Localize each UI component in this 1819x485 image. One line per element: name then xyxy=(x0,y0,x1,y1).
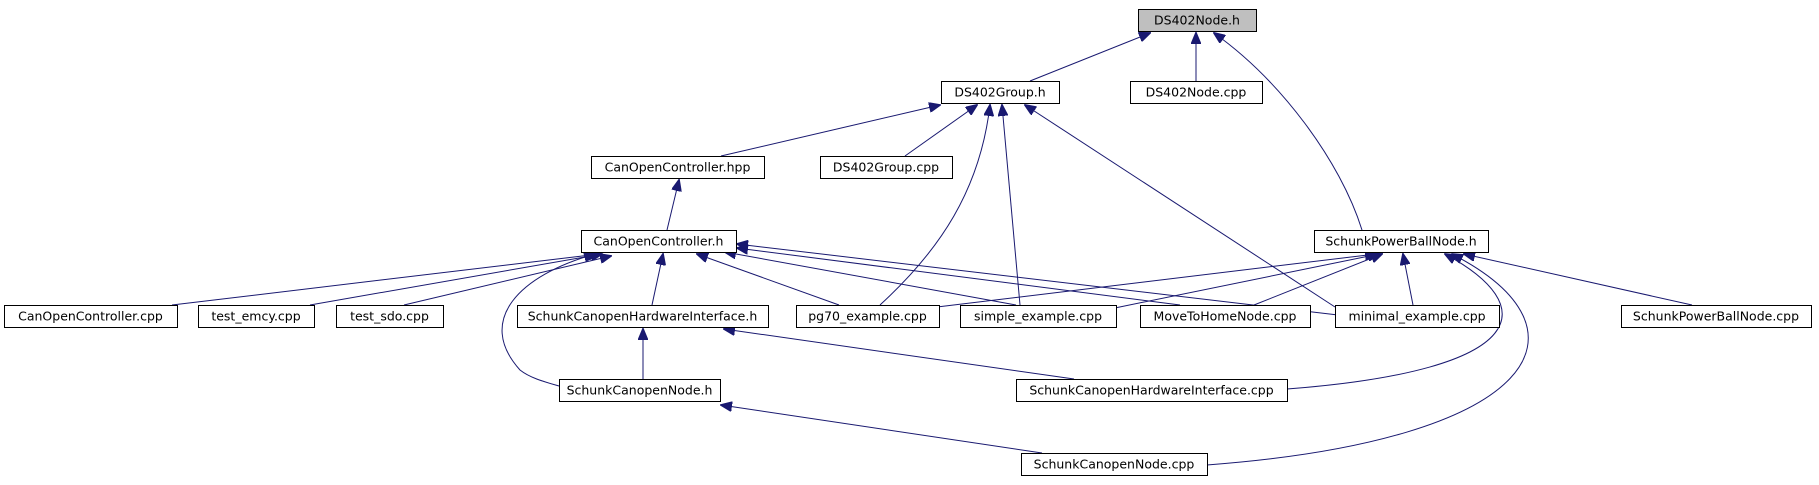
edges-layer xyxy=(171,33,1693,466)
edge-canopencontroller-h-to-test-sdo-cpp xyxy=(403,256,611,306)
edge-schunkcanopenhwi-h-to-schunkcanopenhwi-cpp xyxy=(724,329,1075,380)
node-box xyxy=(1138,9,1257,32)
node-schunkcanopenhwi-cpp[interactable]: SchunkCanopenHardwareInterface.cpp xyxy=(1016,379,1288,402)
node-box xyxy=(1140,305,1311,328)
edge-canopencontroller-hpp-to-canopencontroller-h xyxy=(666,180,679,231)
node-label: MoveToHomeNode.cpp xyxy=(1154,309,1297,324)
node-label: DS402Node.cpp xyxy=(1146,85,1247,100)
node-schunkcanopennode-cpp[interactable]: SchunkCanopenNode.cpp xyxy=(1021,453,1208,476)
node-ds402node-h: DS402Node.h xyxy=(1138,9,1257,32)
node-label: CanOpenController.hpp xyxy=(605,160,751,175)
node-box xyxy=(336,305,444,328)
node-label: SchunkCanopenNode.cpp xyxy=(1034,457,1195,472)
node-pg70-example-cpp[interactable]: pg70_example.cpp xyxy=(796,305,940,328)
node-test-emcy-cpp[interactable]: test_emcy.cpp xyxy=(198,305,315,328)
edge-ds402node-h-to-ds402group-h xyxy=(1029,33,1150,82)
node-simple-example-cpp[interactable]: simple_example.cpp xyxy=(960,305,1117,328)
edge-schunkpowerballnode-h-to-minimal-example-cpp xyxy=(1403,254,1414,306)
node-box xyxy=(1130,81,1263,104)
edge-schunkpowerballnode-h-to-schunkpowerballnode-cpp xyxy=(1464,254,1693,306)
node-label: test_emcy.cpp xyxy=(211,309,300,324)
node-ds402group-h[interactable]: DS402Group.h xyxy=(941,81,1060,104)
edge-schunkpowerballnode-h-to-movetohomenode-cpp xyxy=(1253,254,1382,306)
node-box xyxy=(591,156,765,179)
node-label: simple_example.cpp xyxy=(974,309,1102,324)
node-label: CanOpenController.h xyxy=(594,234,724,249)
node-movetohomenode-cpp[interactable]: MoveToHomeNode.cpp xyxy=(1140,305,1311,328)
node-label: SchunkCanopenHardwareInterface.h xyxy=(528,309,758,324)
node-box xyxy=(1016,379,1288,402)
node-schunkcanopenhwi-h[interactable]: SchunkCanopenHardwareInterface.h xyxy=(517,305,769,328)
node-schunkcanopennode-h[interactable]: SchunkCanopenNode.h xyxy=(559,379,721,402)
node-label: SchunkCanopenHardwareInterface.cpp xyxy=(1029,383,1273,398)
node-label: minimal_example.cpp xyxy=(1348,309,1485,324)
edge-ds402group-h-to-ds402group-cpp xyxy=(904,105,977,157)
edge-ds402group-h-to-minimal-example-cpp xyxy=(1025,105,1336,308)
node-canopencontroller-cpp[interactable]: CanOpenController.cpp xyxy=(4,305,178,328)
edge-schunkpowerballnode-h-to-simple-example-cpp xyxy=(1109,254,1379,310)
node-canopencontroller-hpp[interactable]: CanOpenController.hpp xyxy=(591,156,765,179)
edge-canopencontroller-h-to-schunkcanopenhwi-h xyxy=(651,254,663,306)
node-box xyxy=(796,305,940,328)
node-box xyxy=(559,379,721,402)
node-label: SchunkCanopenNode.h xyxy=(567,383,713,398)
node-schunkpowerballnode-cpp[interactable]: SchunkPowerBallNode.cpp xyxy=(1621,305,1812,328)
edge-canopencontroller-h-to-minimal-example-cpp xyxy=(737,244,1339,316)
edge-ds402node-h-to-schunkpowerballnode-h xyxy=(1214,33,1363,231)
node-box xyxy=(1314,230,1489,253)
node-box xyxy=(4,305,178,328)
edge-canopencontroller-h-to-schunkcanopennode-h xyxy=(501,254,595,387)
edge-canopencontroller-h-to-test-emcy-cpp xyxy=(309,254,602,306)
node-label: test_sdo.cpp xyxy=(350,309,429,324)
node-box xyxy=(517,305,769,328)
edge-schunkpowerballnode-h-to-schunkcanopennode-cpp xyxy=(1206,254,1529,466)
node-label: DS402Group.cpp xyxy=(833,160,939,175)
node-box xyxy=(820,156,953,179)
node-label: DS402Node.h xyxy=(1154,13,1240,28)
node-ds402node-cpp[interactable]: DS402Node.cpp xyxy=(1130,81,1263,104)
edge-ds402group-h-to-canopencontroller-hpp xyxy=(720,105,940,157)
node-ds402group-cpp[interactable]: DS402Group.cpp xyxy=(820,156,953,179)
node-box xyxy=(1335,305,1500,328)
edge-canopencontroller-h-to-movetohomenode-cpp xyxy=(737,248,1181,306)
edge-schunkpowerballnode-h-to-schunkcanopenhwi-cpp xyxy=(1286,254,1503,390)
node-box xyxy=(941,81,1060,104)
edge-schunkcanopennode-h-to-schunkcanopennode-cpp xyxy=(721,405,1043,454)
node-box xyxy=(1621,305,1812,328)
node-schunkpowerballnode-h[interactable]: SchunkPowerBallNode.h xyxy=(1314,230,1489,253)
node-box xyxy=(581,230,737,253)
node-box xyxy=(1021,453,1208,476)
node-label: DS402Group.h xyxy=(954,85,1045,100)
node-box xyxy=(198,305,315,328)
node-minimal-example-cpp[interactable]: minimal_example.cpp xyxy=(1335,305,1500,328)
node-label: SchunkPowerBallNode.h xyxy=(1325,234,1476,249)
node-label: CanOpenController.cpp xyxy=(18,309,163,324)
node-test-sdo-cpp[interactable]: test_sdo.cpp xyxy=(336,305,444,328)
edge-canopencontroller-h-to-simple-example-cpp xyxy=(725,252,1017,306)
node-label: SchunkPowerBallNode.cpp xyxy=(1633,309,1799,324)
edge-canopencontroller-h-to-pg70-example-cpp xyxy=(697,254,840,306)
node-label: pg70_example.cpp xyxy=(808,309,927,324)
edge-canopencontroller-h-to-canopencontroller-cpp xyxy=(171,254,599,306)
node-box xyxy=(960,305,1117,328)
node-canopencontroller-h[interactable]: CanOpenController.h xyxy=(581,230,737,253)
edge-ds402group-h-to-simple-example-cpp xyxy=(1002,105,1021,306)
edge-schunkpowerballnode-h-to-pg70-example-cpp xyxy=(936,254,1376,308)
